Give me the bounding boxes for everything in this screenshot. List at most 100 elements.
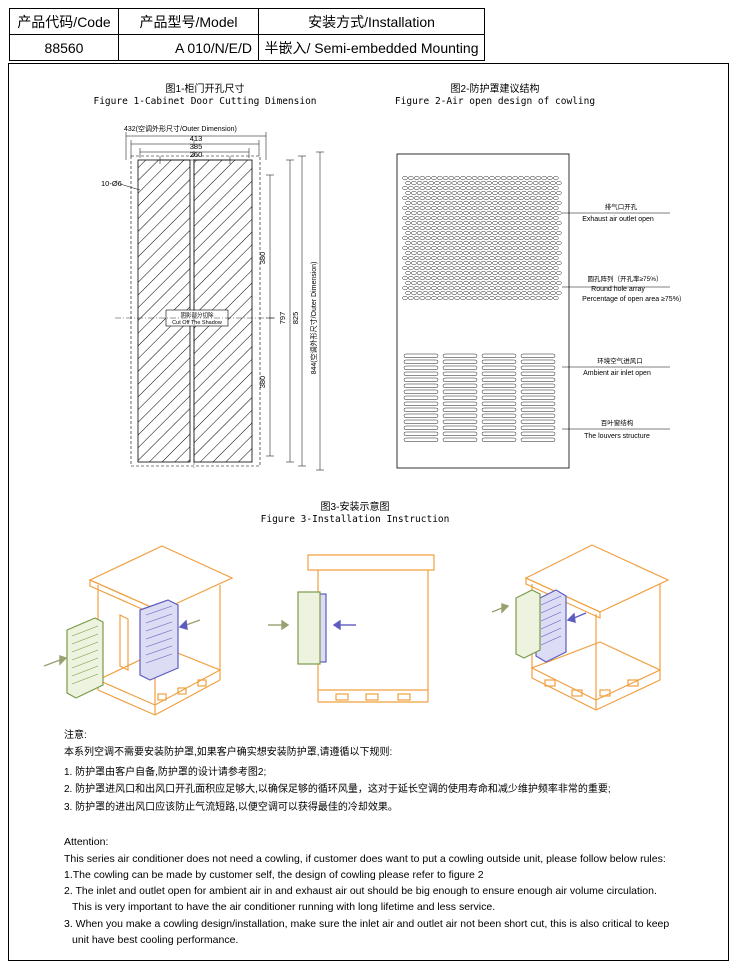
round-hole	[521, 230, 527, 236]
round-hole	[425, 255, 431, 261]
label-louver-en: The louvers structure	[584, 433, 650, 440]
round-hole	[550, 270, 556, 276]
round-hole	[498, 190, 504, 196]
round-hole	[416, 180, 423, 186]
round-hole	[477, 275, 484, 281]
louver-slot	[520, 431, 556, 436]
round-hole	[471, 225, 478, 231]
round-hole	[408, 245, 414, 251]
round-hole	[535, 285, 542, 291]
round-hole	[503, 240, 510, 246]
round-hole	[553, 275, 559, 281]
round-hole	[518, 265, 524, 271]
round-hole	[422, 200, 429, 206]
round-hole	[495, 225, 501, 231]
round-hole	[547, 205, 553, 211]
round-hole	[442, 225, 449, 231]
round-hole	[442, 185, 449, 191]
round-hole	[416, 280, 423, 286]
round-hole	[556, 250, 562, 256]
louver-slot	[442, 359, 478, 364]
dim-825: 825	[291, 312, 300, 325]
round-hole	[521, 240, 527, 246]
round-hole	[538, 240, 545, 246]
round-hole	[550, 290, 556, 296]
round-hole	[469, 210, 475, 216]
round-hole	[492, 190, 498, 196]
round-hole	[483, 235, 489, 241]
round-hole	[529, 275, 536, 281]
round-hole	[474, 230, 481, 236]
round-hole	[405, 280, 411, 286]
louver-slot	[520, 425, 556, 430]
round-hole	[411, 200, 417, 206]
round-hole	[460, 285, 466, 291]
round-hole	[434, 190, 440, 196]
round-hole	[440, 240, 446, 246]
round-hole	[477, 195, 484, 201]
round-hole	[532, 220, 539, 226]
round-hole	[411, 290, 417, 296]
round-hole	[527, 250, 533, 256]
round-hole	[527, 190, 533, 196]
round-hole	[524, 295, 530, 301]
round-hole	[442, 265, 449, 271]
round-hole	[547, 295, 553, 301]
round-hole	[416, 260, 423, 266]
round-hole	[431, 175, 437, 181]
round-hole	[477, 225, 484, 231]
round-hole	[524, 255, 530, 261]
round-hole	[448, 235, 455, 241]
round-hole	[541, 185, 547, 191]
louver-slot	[403, 401, 439, 406]
round-hole	[451, 230, 458, 236]
round-hole	[498, 220, 504, 226]
round-hole	[460, 275, 466, 281]
louver-slot	[442, 431, 478, 436]
round-hole	[483, 215, 489, 221]
round-hole	[451, 260, 458, 266]
round-hole	[553, 245, 559, 251]
round-hole	[503, 220, 510, 226]
round-hole	[509, 210, 516, 216]
round-hole	[445, 270, 452, 276]
round-hole	[457, 240, 463, 246]
round-hole	[524, 245, 530, 251]
round-hole	[437, 205, 443, 211]
round-hole	[442, 245, 449, 251]
round-hole	[466, 265, 472, 271]
louver-slot	[481, 383, 517, 388]
louver-slot	[520, 365, 556, 370]
round-hole	[480, 210, 487, 216]
round-hole	[483, 225, 489, 231]
round-hole	[553, 185, 559, 191]
round-hole	[512, 295, 518, 301]
round-hole	[419, 265, 426, 271]
round-hole	[524, 215, 530, 221]
round-hole	[442, 275, 449, 281]
round-hole	[448, 255, 455, 261]
round-hole	[413, 185, 420, 191]
louver-slot	[442, 365, 478, 370]
round-hole	[408, 275, 414, 281]
round-hole	[405, 240, 411, 246]
round-hole	[532, 200, 539, 206]
round-hole	[506, 225, 513, 231]
round-hole	[547, 225, 553, 231]
round-hole	[500, 195, 507, 201]
round-hole	[498, 210, 504, 216]
notes-cn-line1: 1. 防护罩由客户自备,防护罩的设计请参考图2;	[64, 767, 267, 778]
round-hole	[538, 260, 545, 266]
round-hole	[500, 285, 507, 291]
round-hole	[469, 200, 475, 206]
round-hole	[463, 260, 469, 266]
louver-slot	[403, 359, 439, 364]
round-hole	[419, 195, 426, 201]
round-hole	[437, 215, 443, 221]
round-hole	[529, 195, 536, 201]
round-hole	[524, 275, 530, 281]
round-hole	[500, 225, 507, 231]
figure3-title-cn: 图3-安装示意图	[320, 502, 390, 513]
round-hole	[425, 175, 431, 181]
round-hole	[541, 215, 547, 221]
